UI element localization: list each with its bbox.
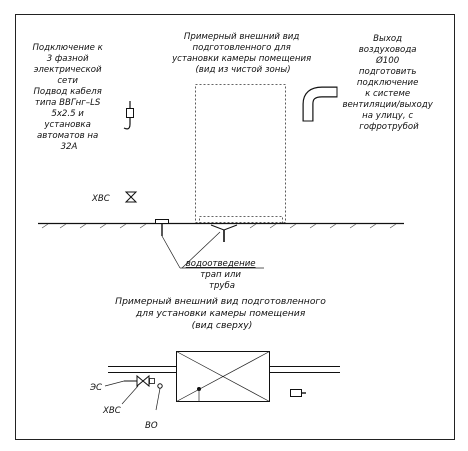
drainage-label: водоотведение трап или труба — [186, 259, 259, 291]
plan-drain-point-icon — [155, 383, 163, 411]
camera-top-outline — [176, 351, 270, 402]
plan-vo-label: ВО — [145, 421, 158, 431]
floor-hatch — [41, 223, 397, 229]
drainage-leaders — [161, 231, 264, 269]
plan-leaders — [104, 380, 139, 405]
camera-front-base — [199, 216, 283, 224]
camera-top-label: Примерный внешний вид подготовленного дл… — [115, 296, 329, 331]
camera-front-outline — [195, 84, 286, 223]
plan-es-label: ЭС — [89, 383, 102, 393]
electric-label: Подключение к 3 фазной электрической сет… — [32, 43, 105, 152]
plan-valve-icon — [124, 374, 155, 388]
socket-icon — [290, 389, 306, 397]
drawing-frame — [15, 14, 455, 440]
camera-front-label: Примерный внешний вид подготовленного дл… — [171, 32, 314, 75]
cold-water-label: ХВС — [91, 194, 110, 204]
power-cable-icon — [123, 101, 134, 130]
drain-pipe-icon — [155, 219, 169, 236]
air-duct-label: Выход воздуховода Ø100 подготовить подкл… — [342, 34, 435, 132]
cold-water-valve-icon — [124, 191, 138, 203]
floor-trap-icon — [210, 224, 238, 242]
plan-hvs-label: ХВС — [102, 406, 121, 416]
air-duct-icon — [302, 86, 338, 122]
